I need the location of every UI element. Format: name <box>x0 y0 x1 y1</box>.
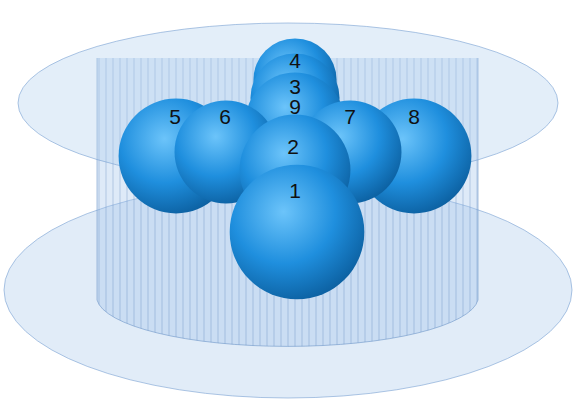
callout-number: 3 <box>289 76 301 97</box>
callout-number: 9 <box>289 96 301 117</box>
callout-number: 7 <box>344 106 356 127</box>
sphere-fill <box>230 165 365 300</box>
callout-number: 1 <box>289 180 301 201</box>
callout-number: 5 <box>169 106 181 127</box>
sphere: 1 <box>229 164 365 300</box>
callout-number: 2 <box>287 136 299 157</box>
callout-number: 8 <box>408 106 420 127</box>
callout-number: 4 <box>289 50 301 71</box>
callout-number: 6 <box>219 106 231 127</box>
